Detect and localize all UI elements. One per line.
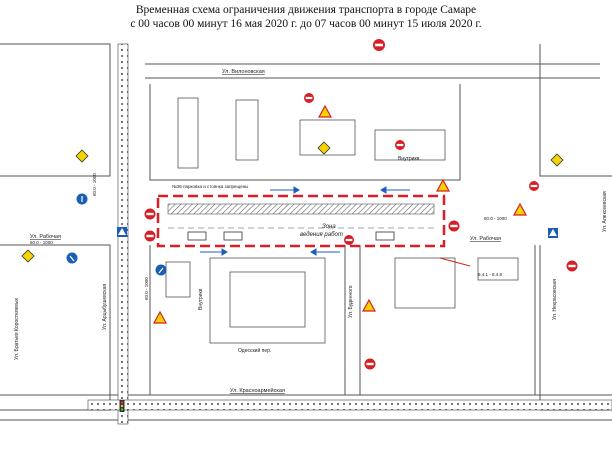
- crosswalk-sign: [548, 228, 558, 238]
- map-title-line2: с 00 часов 00 минут 16 мая 2020 г. до 07…: [130, 18, 482, 30]
- street-label-arcybushevskaya: Ул. Арцыбушевская: [102, 284, 108, 330]
- direction-signs: [66, 193, 558, 276]
- map-title-line1: Временная схема ограничения движения тра…: [135, 4, 477, 16]
- road-works-sign: [435, 178, 451, 192]
- street-label-nekrasovskaya: Ул. Некрасовская: [552, 279, 558, 320]
- no-entry-signs: [144, 39, 578, 370]
- no-entry-sign: [448, 220, 460, 232]
- distance-label-1: 60.0 - 1000: [30, 240, 53, 245]
- go-straight-sign: [76, 193, 88, 205]
- no-entry-sign: [144, 208, 156, 220]
- street-label-budennogo: Ул. Буденного: [348, 285, 354, 318]
- main-road-signs: [21, 141, 564, 263]
- street-label-vnutri-top: Внутрикв.: [398, 156, 421, 162]
- distance-label-3: 60.0 - 1000: [92, 173, 97, 196]
- no-entry-sign: [395, 140, 405, 150]
- street-label-krasnoarmeyskaya: Ул. Красноармейская: [230, 387, 285, 394]
- no-entry-sign: [144, 230, 156, 242]
- main-road-sign: [550, 153, 564, 167]
- street-label-vnutri-left: Внутрикв.: [198, 287, 204, 310]
- road-works-sign: [361, 298, 377, 312]
- distance-label-4: 60.0 - 1000: [144, 277, 149, 300]
- right-note: 8.4.1 - 8.4.8: [478, 272, 503, 277]
- work-zone-label-1: Зона: [322, 224, 336, 230]
- no-entry-sign: [373, 39, 385, 51]
- no-entry-sign: [304, 93, 314, 103]
- no-entry-sign: [566, 260, 578, 272]
- street-network: [0, 43, 612, 421]
- main-road-sign: [317, 141, 331, 155]
- crosswalk-sign: [117, 227, 127, 237]
- road-works-signs: [152, 104, 528, 324]
- road-works-sign: [152, 310, 168, 324]
- road-works-sign: [317, 104, 333, 118]
- parking-note: №36 парковка и стоянка запрещены: [172, 184, 248, 189]
- buildings: [165, 97, 519, 344]
- distance-label-2: 60.0 - 1000: [484, 216, 507, 221]
- work-zone-label-2: ведения работ: [300, 232, 343, 238]
- road-works-sign: [512, 202, 528, 216]
- no-entry-sign: [364, 358, 376, 370]
- main-road-sign: [75, 149, 89, 163]
- traffic-direction-arrows: [200, 186, 410, 256]
- turn-right-sign: [155, 264, 167, 276]
- street-label-rabochaya-right: Ул. Рабочая: [470, 236, 501, 242]
- no-entry-sign: [344, 235, 354, 245]
- street-label-alexeevskaya: Ул. Алексеевская: [602, 191, 608, 232]
- work-zone: [156, 194, 446, 248]
- tram-track-horizontal: [87, 399, 612, 411]
- no-entry-sign: [529, 181, 539, 191]
- street-label-vilonovskaya: Ул. Вилоновская: [222, 69, 265, 75]
- traffic-light-icon: [119, 400, 125, 412]
- street-label-rabochaya-left: Ул. Рабочая: [30, 234, 61, 240]
- main-road-sign: [21, 249, 35, 263]
- street-label-odesskiy: Одесский пер.: [238, 347, 271, 354]
- work-zone-pointer: [439, 257, 471, 267]
- street-label-bratyev: Ул. Братьев Коростелевых: [14, 297, 20, 360]
- turn-left-sign: [66, 252, 78, 264]
